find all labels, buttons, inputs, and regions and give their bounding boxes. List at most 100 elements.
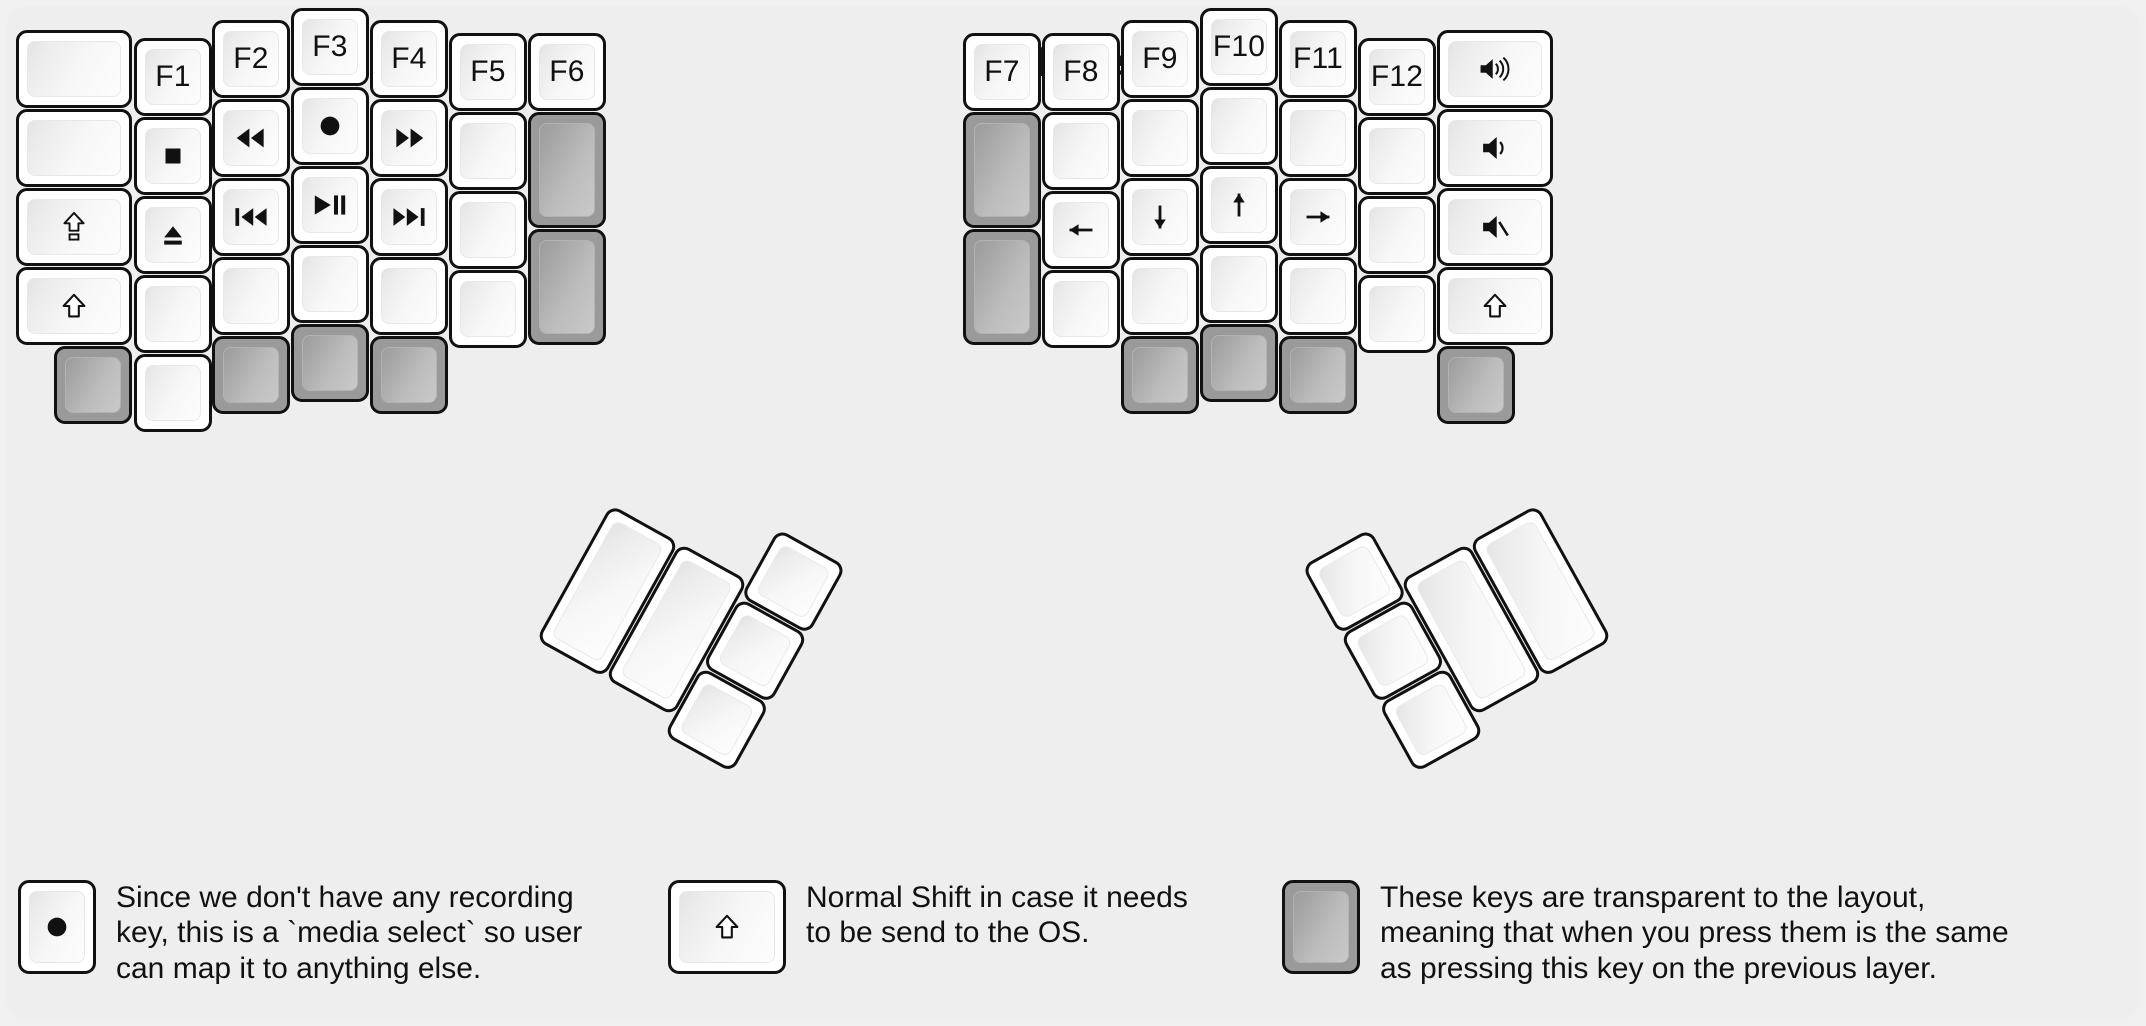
- key-left-col-5-2[interactable]: [449, 191, 527, 269]
- key-left-col-2-4[interactable]: [212, 336, 290, 414]
- key-left-col-1-4[interactable]: [134, 354, 212, 432]
- key-right-col-4-3[interactable]: [1279, 257, 1357, 335]
- key-right-col-3-4[interactable]: [1200, 324, 1278, 402]
- media-stop-icon: [158, 141, 188, 171]
- media-rewind-icon: [232, 119, 270, 157]
- keycap-face: [460, 123, 516, 179]
- volume-mute-icon: [1478, 210, 1512, 244]
- keycap-face: [1290, 110, 1346, 166]
- key-left-col-1-1[interactable]: [134, 117, 212, 195]
- key-right-col-5-3[interactable]: [1358, 275, 1436, 353]
- key-right-col-5-2[interactable]: [1358, 196, 1436, 274]
- keycap-face: [1290, 347, 1346, 403]
- media-play-pause-icon: [310, 185, 350, 225]
- media-record-icon: [40, 910, 74, 944]
- keycap-face: [1211, 256, 1267, 312]
- key-left-col-6-2[interactable]: [528, 229, 606, 345]
- key-right-col-2-1[interactable]: [1121, 99, 1199, 177]
- key-right-col-2-2[interactable]: [1121, 178, 1199, 256]
- key-left-col-2-0-f2[interactable]: F2: [212, 20, 290, 98]
- key-left-col-4-1[interactable]: [370, 99, 448, 177]
- keycap-face: [65, 357, 121, 413]
- key-left-col-3-3[interactable]: [291, 245, 369, 323]
- keycap-face: [223, 31, 279, 87]
- key-right-col-1-3[interactable]: [1042, 270, 1120, 348]
- key-left-col-4-4[interactable]: [370, 336, 448, 414]
- legend-key-0: [18, 880, 96, 974]
- key-right-col-1-1[interactable]: [1042, 112, 1120, 190]
- key-right-col-1-0-f8[interactable]: F8: [1042, 33, 1120, 111]
- key-right-col-1-2[interactable]: [1042, 191, 1120, 269]
- key-right-col-3-1[interactable]: [1200, 87, 1278, 165]
- key-right-col-5-0-f12[interactable]: F12: [1358, 38, 1436, 116]
- key-right-col-4-0-f11[interactable]: F11: [1279, 20, 1357, 98]
- key-right-col-0-0-f7[interactable]: F7: [963, 33, 1041, 111]
- key-right-col-0-1[interactable]: [963, 112, 1041, 228]
- keycap-label: F8: [1063, 55, 1099, 88]
- keycap-face: [223, 268, 279, 324]
- legend-key-1: [668, 880, 786, 974]
- keycap-label: F1: [155, 60, 191, 93]
- key-right-col-6-0[interactable]: [1437, 30, 1553, 108]
- keycap-face: [1369, 286, 1425, 342]
- keycap-face: [381, 347, 437, 403]
- key-left-col-5-1[interactable]: [449, 112, 527, 190]
- keycap-face: [1053, 281, 1109, 337]
- key-right-col-4-1[interactable]: [1279, 99, 1357, 177]
- key-left-col-0-1[interactable]: [16, 109, 132, 187]
- media-prev-track-icon: [231, 197, 271, 237]
- key-left-col-0-2[interactable]: [16, 188, 132, 266]
- keycap-label: F9: [1142, 42, 1178, 75]
- key-right-col-6-4[interactable]: [1437, 346, 1515, 424]
- key-left-col-0-0[interactable]: [16, 30, 132, 108]
- key-left-col-1-0-f1[interactable]: F1: [134, 38, 212, 116]
- key-right-col-3-0-f10[interactable]: F10: [1200, 8, 1278, 86]
- key-right-col-3-2[interactable]: [1200, 166, 1278, 244]
- keycap-face: [460, 44, 516, 100]
- keycap-face: [1448, 199, 1542, 255]
- key-right-col-2-4[interactable]: [1121, 336, 1199, 414]
- keycap-face: [1354, 612, 1431, 689]
- key-left-col-5-0-f5[interactable]: F5: [449, 33, 527, 111]
- key-left-col-3-4[interactable]: [291, 324, 369, 402]
- key-left-col-3-2[interactable]: [291, 166, 369, 244]
- keycap-face: [1393, 681, 1470, 758]
- key-left-col-2-1[interactable]: [212, 99, 290, 177]
- keycap-face: [302, 256, 358, 312]
- shift-icon: [58, 290, 90, 322]
- key-right-col-4-4[interactable]: [1279, 336, 1357, 414]
- keycap-face: [302, 335, 358, 391]
- key-left-col-3-0-f3[interactable]: F3: [291, 8, 369, 86]
- keycap-face: [1211, 19, 1267, 75]
- keycap-face: [1211, 335, 1267, 391]
- legend-item-0: Since we don't have any recording key, t…: [18, 880, 582, 986]
- key-right-col-6-1[interactable]: [1437, 109, 1553, 187]
- key-right-col-2-3[interactable]: [1121, 257, 1199, 335]
- key-left-col-3-1[interactable]: [291, 87, 369, 165]
- key-left-col-4-2[interactable]: [370, 178, 448, 256]
- keycap-face: [381, 268, 437, 324]
- key-right-col-6-2[interactable]: [1437, 188, 1553, 266]
- key-right-col-2-0-f9[interactable]: F9: [1121, 20, 1199, 98]
- keycap-face: [755, 543, 832, 620]
- key-left-col-4-0-f4[interactable]: F4: [370, 20, 448, 98]
- key-left-col-2-3[interactable]: [212, 257, 290, 335]
- media-eject-icon: [157, 219, 189, 251]
- key-left-col-6-0-f6[interactable]: F6: [528, 33, 606, 111]
- key-left-col-0-4[interactable]: [54, 346, 132, 424]
- key-right-col-3-3[interactable]: [1200, 245, 1278, 323]
- key-left-col-1-2[interactable]: [134, 196, 212, 274]
- key-left-col-5-3[interactable]: [449, 270, 527, 348]
- key-left-col-6-1[interactable]: [528, 112, 606, 228]
- key-left-col-2-2[interactable]: [212, 178, 290, 256]
- key-right-col-6-3[interactable]: [1437, 267, 1553, 345]
- key-right-col-4-2[interactable]: [1279, 178, 1357, 256]
- keycap-face: [539, 240, 595, 334]
- keycap-label: F4: [391, 42, 427, 75]
- legend-text-2: These keys are transparent to the layout…: [1380, 881, 2009, 985]
- key-right-col-5-1[interactable]: [1358, 117, 1436, 195]
- key-right-col-0-2[interactable]: [963, 229, 1041, 345]
- key-left-col-1-3[interactable]: [134, 275, 212, 353]
- key-left-col-0-3[interactable]: [16, 267, 132, 345]
- key-left-col-4-3[interactable]: [370, 257, 448, 335]
